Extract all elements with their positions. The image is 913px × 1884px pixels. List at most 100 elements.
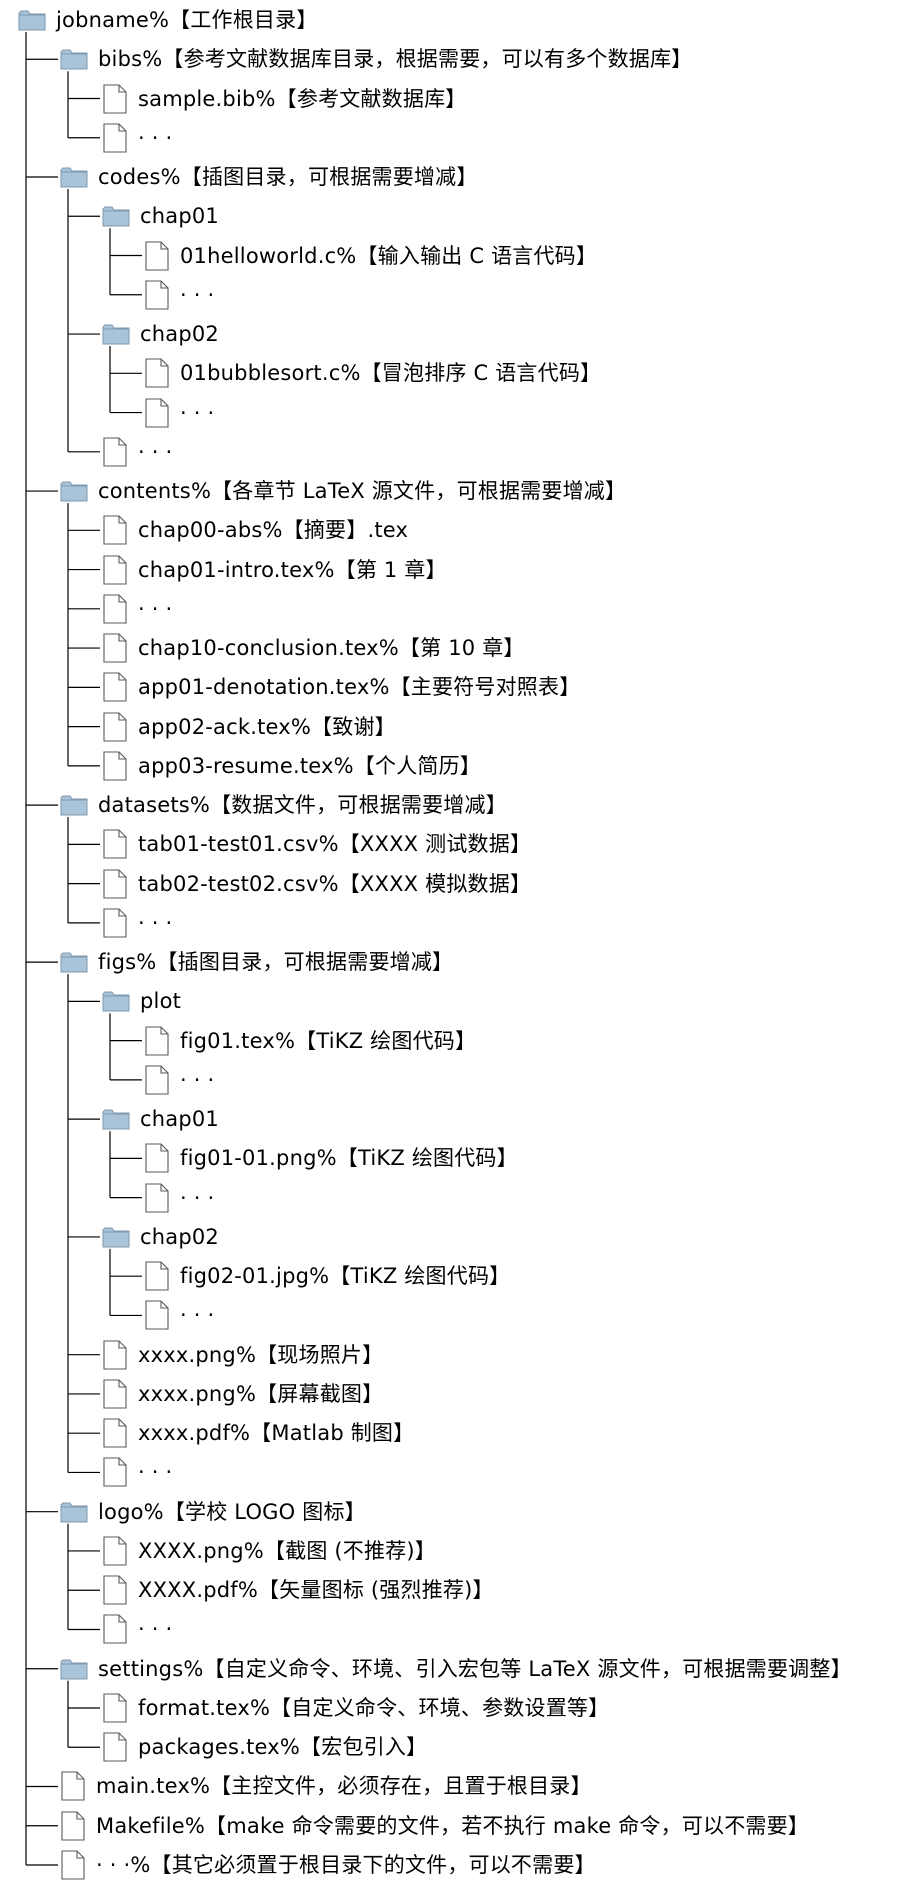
file-icon bbox=[102, 83, 128, 114]
folder-icon bbox=[60, 794, 88, 816]
file-row[interactable]: · · ·%【其它必须置于根目录下的文件，可以不需要】 bbox=[60, 1847, 596, 1883]
file-label: · · ·%【其它必须置于根目录下的文件，可以不需要】 bbox=[96, 1853, 596, 1877]
file-icon bbox=[144, 240, 170, 271]
file-row[interactable]: · · · bbox=[144, 1180, 214, 1216]
file-icon bbox=[102, 751, 128, 781]
file-icon bbox=[144, 397, 170, 428]
file-row[interactable]: chap01-intro.tex%【第 1 章】 bbox=[102, 552, 447, 588]
folder-label: settings%【自定义命令、环境、引入宏包等 LaTeX 源文件，可根据需要… bbox=[98, 1656, 852, 1681]
file-row[interactable]: format.tex%【自定义命令、环境、参数设置等】 bbox=[102, 1690, 609, 1726]
folder-label: bibs%【参考文献数据库目录，根据需要，可以有多个数据库】 bbox=[98, 47, 693, 72]
file-icon bbox=[102, 515, 128, 545]
folder-row[interactable]: jobname%【工作根目录】 bbox=[18, 2, 318, 38]
file-label: app02-ack.tex%【致谢】 bbox=[138, 714, 396, 739]
file-row[interactable]: tab02-test02.csv%【XXXX 模拟数据】 bbox=[102, 866, 531, 902]
folder-row[interactable]: chap02 bbox=[102, 1219, 219, 1255]
file-row[interactable]: XXXX.pdf%【矢量图标 (强烈推荐)】 bbox=[102, 1572, 494, 1608]
folder-icon bbox=[60, 166, 88, 188]
file-label: chap10-conclusion.tex%【第 10 章】 bbox=[138, 636, 525, 661]
folder-icon bbox=[102, 323, 130, 345]
file-row[interactable]: 01helloworld.c%【输入输出 C 语言代码】 bbox=[144, 238, 597, 274]
folder-row[interactable]: figs%【插图目录，可根据需要增减】 bbox=[60, 944, 453, 980]
file-icon bbox=[102, 123, 128, 153]
folder-label: plot bbox=[140, 989, 182, 1014]
file-row[interactable]: · · · bbox=[144, 277, 214, 313]
folder-row[interactable]: logo%【学校 LOGO 图标】 bbox=[60, 1494, 366, 1530]
file-row[interactable]: · · · bbox=[144, 1297, 214, 1333]
folder-icon bbox=[102, 990, 130, 1012]
file-icon bbox=[60, 1811, 86, 1841]
file-row[interactable]: app03-resume.tex%【个人简历】 bbox=[102, 748, 481, 784]
folder-row[interactable]: chap01 bbox=[102, 1101, 219, 1137]
folder-row[interactable]: chap01 bbox=[102, 198, 219, 234]
file-row[interactable]: xxxx.pdf%【Matlab 制图】 bbox=[102, 1415, 414, 1451]
folder-row[interactable]: contents%【各章节 LaTeX 源文件，可根据需要增减】 bbox=[60, 473, 626, 509]
file-row[interactable]: Makefile%【make 命令需要的文件，若不执行 make 命令，可以不需… bbox=[60, 1808, 809, 1844]
folder-row[interactable]: plot bbox=[102, 983, 181, 1019]
folder-row[interactable]: chap02 bbox=[102, 316, 219, 352]
file-row[interactable]: · · · bbox=[144, 1062, 214, 1098]
folder-row[interactable]: settings%【自定义命令、环境、引入宏包等 LaTeX 源文件，可根据需要… bbox=[60, 1651, 852, 1687]
file-label: · · · bbox=[180, 282, 215, 307]
file-row[interactable]: 01bubblesort.c%【冒泡排序 C 语言代码】 bbox=[144, 355, 601, 391]
file-icon bbox=[102, 633, 128, 663]
file-row[interactable]: fig01-01.png%【TiKZ 绘图代码】 bbox=[144, 1140, 518, 1176]
file-label: app01-denotation.tex%【主要符号对照表】 bbox=[138, 675, 581, 700]
file-row[interactable]: · · · bbox=[102, 434, 172, 470]
file-label: 01bubblesort.c%【冒泡排序 C 语言代码】 bbox=[180, 361, 602, 386]
file-row[interactable]: sample.bib%【参考文献数据库】 bbox=[102, 81, 466, 117]
folder-icon bbox=[60, 951, 88, 973]
folder-label: logo%【学校 LOGO 图标】 bbox=[98, 1499, 366, 1524]
file-icon bbox=[102, 1536, 128, 1566]
folder-label: codes%【插图目录，可根据需要增减】 bbox=[98, 165, 478, 190]
file-row[interactable]: · · · bbox=[102, 905, 172, 941]
file-row[interactable]: chap00-abs%【摘要】.tex bbox=[102, 512, 408, 548]
file-row[interactable]: packages.tex%【宏包引入】 bbox=[102, 1729, 427, 1765]
folder-icon bbox=[102, 1108, 130, 1130]
folder-label: chap01 bbox=[140, 204, 219, 229]
file-row[interactable]: tab01-test01.csv%【XXXX 测试数据】 bbox=[102, 826, 531, 862]
folder-label: datasets%【数据文件，可根据需要增减】 bbox=[98, 793, 507, 818]
file-row[interactable]: app02-ack.tex%【致谢】 bbox=[102, 709, 396, 745]
file-row[interactable]: · · · bbox=[102, 120, 172, 156]
file-icon bbox=[102, 1575, 128, 1605]
file-label: · · · bbox=[138, 910, 173, 935]
file-icon bbox=[102, 594, 128, 624]
file-row[interactable]: xxxx.png%【现场照片】 bbox=[102, 1337, 383, 1373]
folder-row[interactable]: datasets%【数据文件，可根据需要增减】 bbox=[60, 787, 507, 823]
folder-row[interactable]: codes%【插图目录，可根据需要增减】 bbox=[60, 159, 478, 195]
file-label: xxxx.png%【现场照片】 bbox=[138, 1342, 384, 1367]
file-label: · · · bbox=[138, 439, 173, 464]
file-icon bbox=[144, 280, 170, 310]
folder-icon bbox=[60, 480, 88, 502]
file-icon bbox=[144, 1143, 170, 1173]
file-label: tab02-test02.csv%【XXXX 模拟数据】 bbox=[138, 871, 532, 896]
file-label: · · · bbox=[180, 1067, 215, 1092]
file-row[interactable]: main.tex%【主控文件，必须存在，且置于根目录】 bbox=[60, 1768, 592, 1804]
file-label: · · · bbox=[180, 1303, 215, 1328]
file-row[interactable]: chap10-conclusion.tex%【第 10 章】 bbox=[102, 630, 525, 666]
file-row[interactable]: app01-denotation.tex%【主要符号对照表】 bbox=[102, 669, 580, 705]
file-icon bbox=[102, 1457, 128, 1487]
file-icon bbox=[102, 672, 128, 702]
file-icon bbox=[102, 1693, 128, 1723]
file-row[interactable]: xxxx.png%【屏幕截图】 bbox=[102, 1376, 383, 1412]
file-row[interactable]: fig02-01.jpg%【TiKZ 绘图代码】 bbox=[144, 1258, 510, 1294]
file-row[interactable]: · · · bbox=[102, 591, 172, 627]
file-icon bbox=[102, 869, 128, 899]
file-row[interactable]: fig01.tex%【TiKZ 绘图代码】 bbox=[144, 1023, 476, 1059]
file-icon bbox=[60, 1771, 86, 1802]
folder-label: contents%【各章节 LaTeX 源文件，可根据需要增减】 bbox=[98, 479, 627, 504]
file-icon bbox=[144, 1026, 170, 1056]
file-row[interactable]: · · · bbox=[102, 1454, 172, 1490]
file-icon bbox=[102, 908, 128, 938]
file-icon bbox=[144, 1300, 170, 1330]
file-row[interactable]: XXXX.png%【截图 (不推荐)】 bbox=[102, 1533, 436, 1569]
file-row[interactable]: · · · bbox=[144, 395, 214, 431]
folder-icon bbox=[102, 1226, 130, 1248]
file-label: xxxx.png%【屏幕截图】 bbox=[138, 1381, 384, 1406]
file-row[interactable]: · · · bbox=[102, 1611, 172, 1647]
file-label: · · · bbox=[138, 596, 173, 621]
folder-row[interactable]: bibs%【参考文献数据库目录，根据需要，可以有多个数据库】 bbox=[60, 41, 692, 77]
